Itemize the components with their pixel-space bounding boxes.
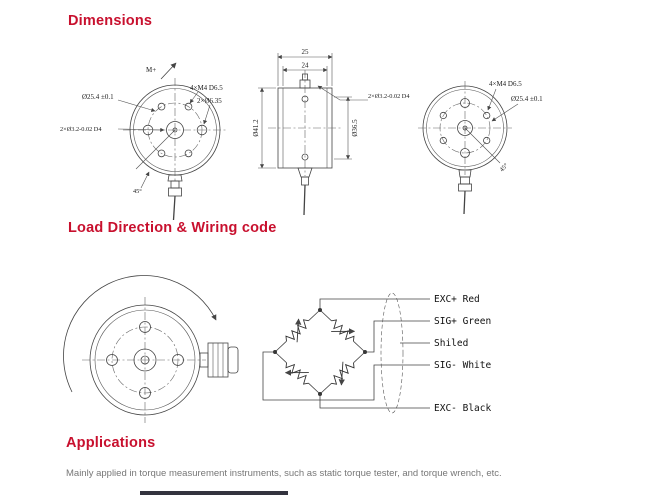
front-pin-holes-label: 2×Ø3.2-0.02 D4 — [60, 126, 102, 133]
side-body-width-label: 24 — [302, 62, 310, 70]
rear-angle-label: 45° — [498, 162, 510, 174]
load-direction-drawing — [63, 275, 239, 423]
applications-heading: Applications — [66, 435, 156, 451]
side-view-drawing: 25 24 Ø41.2 Ø36.5 2×Ø3.2-0.02 D4 — [252, 48, 410, 216]
wire-label-shield: Shiled — [434, 338, 468, 349]
wiring-diagram: EXC+ Red SIG+ Green Shiled SIG- White EX… — [262, 292, 491, 414]
front-tapped-holes-label: 4×M4 D6.5 — [190, 84, 223, 92]
front-through-holes-label: 2×Ø6.35 — [197, 97, 222, 105]
torque-direction-label: M+ — [146, 66, 156, 74]
front-bolt-circle-dia-label: Ø25.4 ±0.1 — [82, 93, 114, 101]
rotation-arrow — [63, 275, 217, 393]
cable-shield-ellipse — [380, 292, 404, 414]
front-view-drawing: M+ 45° Ø25.4 ±0.1 4×M4 D6.5 2×Ø6.35 2×Ø3… — [60, 62, 227, 221]
applications-text: Mainly applied in torque measurement ins… — [66, 467, 502, 479]
side-hub-dia-label: Ø36.5 — [351, 119, 359, 137]
wire-label-exc-plus: EXC+ Red — [434, 294, 480, 305]
next-section-edge — [140, 491, 288, 495]
side-outer-dia-label: Ø41.2 — [252, 119, 260, 137]
rear-view-drawing: 4×M4 D6.5 Ø25.4 ±0.1 45° — [418, 80, 543, 215]
wire-label-sig-minus: SIG- White — [434, 360, 491, 371]
side-overall-width-label: 25 — [302, 48, 310, 56]
front-angle-label: 45° — [133, 188, 142, 195]
dimensions-heading: Dimensions — [68, 13, 153, 29]
rear-bolt-circle-dia-label: Ø25.4 ±0.1 — [511, 95, 543, 103]
wire-label-exc-minus: EXC- Black — [434, 403, 491, 414]
rear-tapped-holes-label: 4×M4 D6.5 — [489, 80, 522, 88]
load-wiring-heading: Load Direction & Wiring code — [68, 220, 277, 236]
wire-label-sig-plus: SIG+ Green — [434, 316, 491, 327]
side-pin-holes-label: 2×Ø3.2-0.02 D4 — [368, 93, 410, 100]
